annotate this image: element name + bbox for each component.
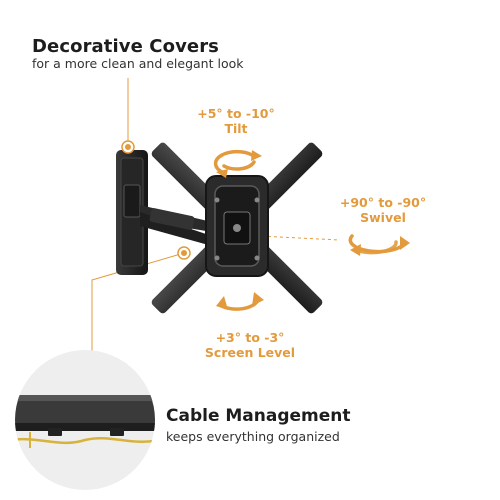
swivel-label: +90° to -90° Swivel — [324, 195, 442, 225]
cable-management-inset — [15, 350, 155, 490]
cable-callout-line — [91, 252, 185, 355]
swivel-range: +90° to -90° — [339, 195, 427, 210]
callout-dot-icon — [177, 246, 191, 260]
screen-level-range: +3° to -3° — [215, 330, 285, 345]
wall-plate — [116, 150, 148, 275]
swivel-name: Swivel — [360, 210, 406, 225]
swivel-callout-line — [237, 234, 341, 241]
decorative-covers-subtitle: for a more clean and elegant look — [32, 56, 244, 71]
cable-management-subtitle: keeps everything organized — [166, 429, 340, 444]
vesa-bracket — [151, 130, 323, 314]
rotate-arrow-icon — [348, 234, 410, 256]
tilt-label: +5° to -10° Tilt — [186, 106, 286, 136]
rotate-arrow-icon — [216, 292, 264, 311]
callout-dot-icon — [121, 140, 135, 154]
decorative-covers-title: Decorative Covers — [32, 36, 219, 57]
articulating-arm — [140, 205, 212, 246]
screen-level-label: +3° to -3° Screen Level — [190, 330, 310, 360]
screen-level-name: Screen Level — [204, 345, 296, 360]
cable-management-title: Cable Management — [166, 406, 351, 426]
tilt-range: +5° to -10° — [197, 106, 275, 121]
tilt-name: Tilt — [224, 121, 248, 136]
rotate-arrow-icon — [213, 149, 262, 178]
